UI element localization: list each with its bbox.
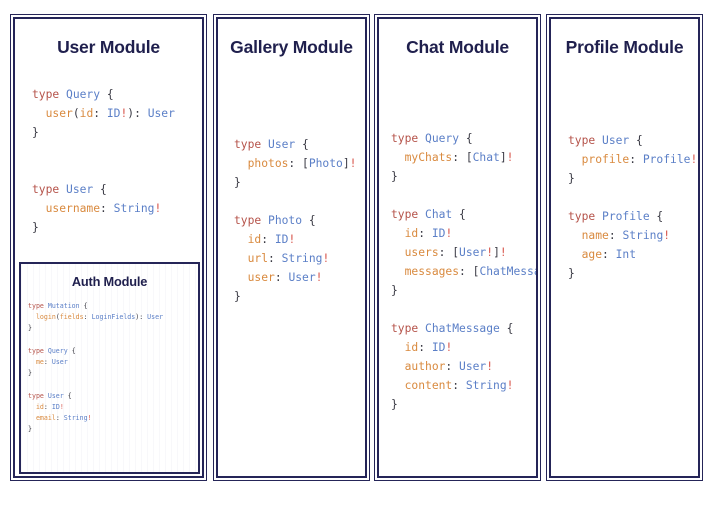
module-card-user-inner: User Module type Query { user(id: ID!): …	[13, 17, 204, 478]
code-line: type Profile {	[568, 210, 664, 223]
code-line: url: String!	[247, 252, 330, 265]
code-line	[234, 192, 356, 211]
code-line: type Query {	[391, 132, 473, 145]
code-line: user: User!	[247, 271, 323, 284]
code-line	[391, 186, 536, 205]
module-card-gallery-inner: Gallery Module type User { photos: [Phot…	[216, 17, 367, 478]
code-line: username: String!	[45, 202, 162, 215]
code-line: id: ID!	[35, 402, 64, 411]
code-line: content: String!	[404, 379, 514, 392]
code-line	[28, 379, 163, 390]
module-code-profile: type User { profile: Profile!} type Prof…	[568, 131, 697, 283]
code-line: }	[391, 170, 398, 183]
code-line: }	[568, 172, 575, 185]
module-title-profile: Profile Module	[565, 37, 684, 57]
module-card-user[interactable]: User Module type Query { user(id: ID!): …	[10, 14, 207, 481]
code-line: type Query {	[28, 346, 76, 355]
module-title-user: User Module	[57, 37, 160, 57]
code-line: type ChatMessage {	[391, 322, 514, 335]
code-line	[568, 188, 697, 207]
code-line: type User {	[28, 391, 72, 400]
code-line	[32, 161, 175, 180]
code-line: }	[32, 126, 39, 139]
code-line: type Mutation {	[28, 302, 88, 310]
code-line: user(id: ID!): User	[45, 107, 175, 120]
code-line: type Photo {	[234, 214, 316, 227]
code-line	[391, 300, 536, 319]
module-code-chat: type Query { myChats: [Chat]!} type Chat…	[391, 129, 536, 414]
code-line: }	[28, 324, 32, 333]
code-line: }	[28, 425, 32, 434]
code-line: users: [User!]!	[404, 246, 507, 259]
code-line: }	[234, 176, 241, 189]
code-line: me: User	[35, 358, 68, 367]
code-line: type User {	[234, 138, 309, 151]
code-line: }	[568, 267, 575, 280]
code-line: myChats: [Chat]!	[404, 151, 514, 164]
module-card-chat-inner: Chat Module type Query { myChats: [Chat]…	[377, 17, 538, 478]
module-card-profile-inner: Profile Module type User { profile: Prof…	[549, 17, 700, 478]
module-code-gallery: type User { photos: [Photo]!} type Photo…	[234, 135, 356, 306]
code-line: }	[28, 369, 32, 378]
code-line: name: String!	[581, 229, 671, 242]
code-line: author: User!	[404, 360, 494, 373]
code-line: type Chat {	[391, 208, 466, 221]
code-line: age: Int	[581, 248, 637, 261]
code-line	[28, 335, 163, 346]
code-line: type User {	[568, 134, 643, 147]
code-line: profile: Profile!	[581, 153, 698, 166]
module-title-chat: Chat Module	[406, 37, 509, 57]
code-line: }	[391, 284, 398, 297]
code-line: id: ID!	[404, 227, 453, 240]
code-line: email: String!	[35, 414, 92, 423]
code-line	[32, 142, 175, 161]
module-title-auth: Auth Module	[71, 274, 148, 289]
code-line: photos: [Photo]!	[247, 157, 357, 170]
module-card-chat[interactable]: Chat Module type Query { myChats: [Chat]…	[374, 14, 541, 481]
module-card-auth[interactable]: Auth Module type Mutation { login(fields…	[19, 262, 200, 474]
module-title-gallery: Gallery Module	[230, 37, 353, 57]
code-line: type Query {	[32, 88, 114, 101]
code-line: id: ID!	[247, 233, 296, 246]
code-line: messages: [ChatMessage]!	[404, 265, 536, 278]
module-code-auth: type Mutation { login(fields: LoginField…	[28, 301, 163, 435]
module-code-user: type Query { user(id: ID!): User} type U…	[32, 85, 175, 237]
code-line: id: ID!	[404, 341, 453, 354]
code-line: type User {	[32, 183, 107, 196]
code-line: }	[32, 221, 39, 234]
module-card-gallery[interactable]: Gallery Module type User { photos: [Phot…	[213, 14, 370, 481]
code-line: login(fields: LoginFields): User	[35, 313, 164, 322]
module-card-profile[interactable]: Profile Module type User { profile: Prof…	[546, 14, 703, 481]
code-line: }	[391, 398, 398, 411]
code-line: }	[234, 290, 241, 303]
